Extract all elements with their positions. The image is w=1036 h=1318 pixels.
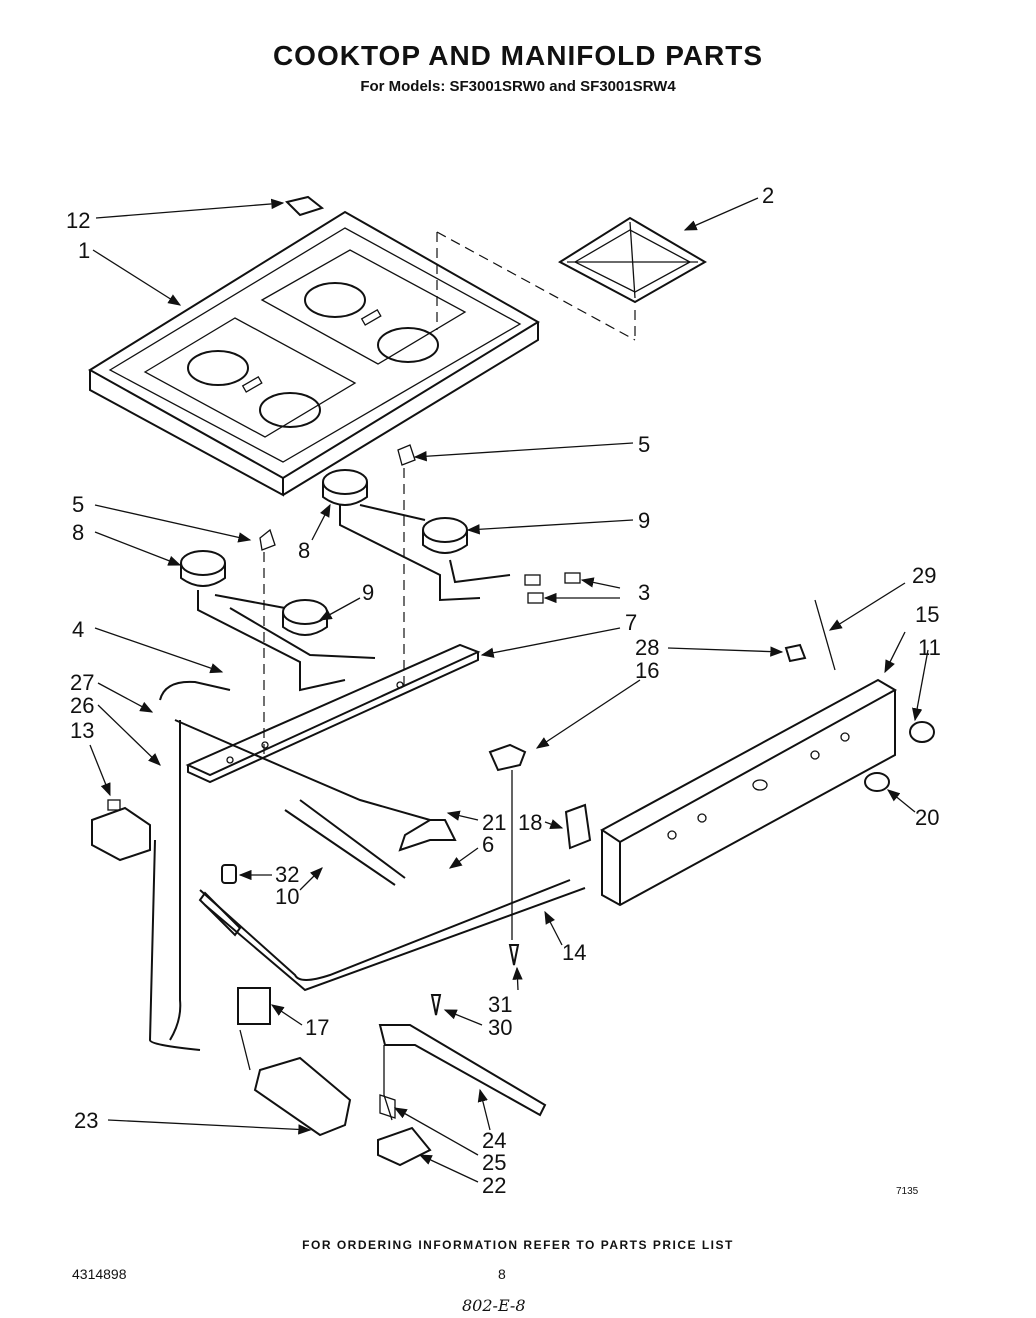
callout-8-left: 8 xyxy=(72,520,84,545)
callout-5-upper: 5 xyxy=(638,432,650,457)
callout-5-left: 5 xyxy=(72,492,84,517)
art-code: 7135 xyxy=(896,1186,919,1197)
callout-9-left: 9 xyxy=(362,580,374,605)
callout-14: 14 xyxy=(562,940,586,965)
callout-11: 11 xyxy=(918,635,941,660)
grate-drawing xyxy=(436,216,707,341)
callout-20: 20 xyxy=(915,805,939,830)
callout-30: 30 xyxy=(488,1015,512,1040)
callout-23: 23 xyxy=(74,1108,98,1133)
document-number: 4314898 xyxy=(72,1266,127,1282)
page-subtitle: For Models: SF3001SRW0 and SF3001SRW4 xyxy=(360,78,676,95)
burner-assemblies-drawing xyxy=(180,444,581,760)
callout-29: 29 xyxy=(912,563,936,588)
gas-lines-drawing xyxy=(91,680,592,1167)
callout-16: 16 xyxy=(635,658,659,683)
callout-21: 21 xyxy=(482,810,506,835)
callout-6: 6 xyxy=(482,832,494,857)
callout-25: 25 xyxy=(482,1150,506,1175)
callout-26: 26 xyxy=(70,693,94,718)
ordering-note: FOR ORDERING INFORMATION REFER TO PARTS … xyxy=(302,1238,734,1252)
handwritten-code: 802-E-8 xyxy=(462,1296,526,1315)
burner-bracket-drawing xyxy=(185,643,481,784)
callout-7: 7 xyxy=(625,610,637,635)
callout-8-center: 8 xyxy=(298,538,310,563)
callout-labels: 12 1 2 5 5 8 8 9 9 3 29 7 15 4 28 11 27 … xyxy=(66,183,941,1198)
callout-9-right: 9 xyxy=(638,508,650,533)
callout-12: 12 xyxy=(66,208,90,233)
bracket-12-drawing xyxy=(285,195,325,217)
callout-17: 17 xyxy=(305,1015,329,1040)
callout-32: 32 xyxy=(275,862,299,887)
leader-lines xyxy=(89,197,929,1183)
callout-10: 10 xyxy=(275,884,299,909)
callout-24: 24 xyxy=(482,1128,506,1153)
callout-2: 2 xyxy=(762,183,774,208)
callout-3: 3 xyxy=(638,580,650,605)
callout-1: 1 xyxy=(78,238,90,263)
callout-15: 15 xyxy=(915,602,939,627)
manifold-panel-drawing xyxy=(600,599,935,907)
callout-18: 18 xyxy=(518,810,542,835)
callout-13: 13 xyxy=(70,718,94,743)
callout-27: 27 xyxy=(70,670,94,695)
cooktop-drawing xyxy=(88,210,540,497)
callout-28: 28 xyxy=(635,635,659,660)
callout-22: 22 xyxy=(482,1173,506,1198)
page-title: COOKTOP AND MANIFOLD PARTS xyxy=(272,40,764,71)
callout-31: 31 xyxy=(488,992,512,1017)
callout-4: 4 xyxy=(72,617,84,642)
page-number: 8 xyxy=(498,1266,506,1282)
